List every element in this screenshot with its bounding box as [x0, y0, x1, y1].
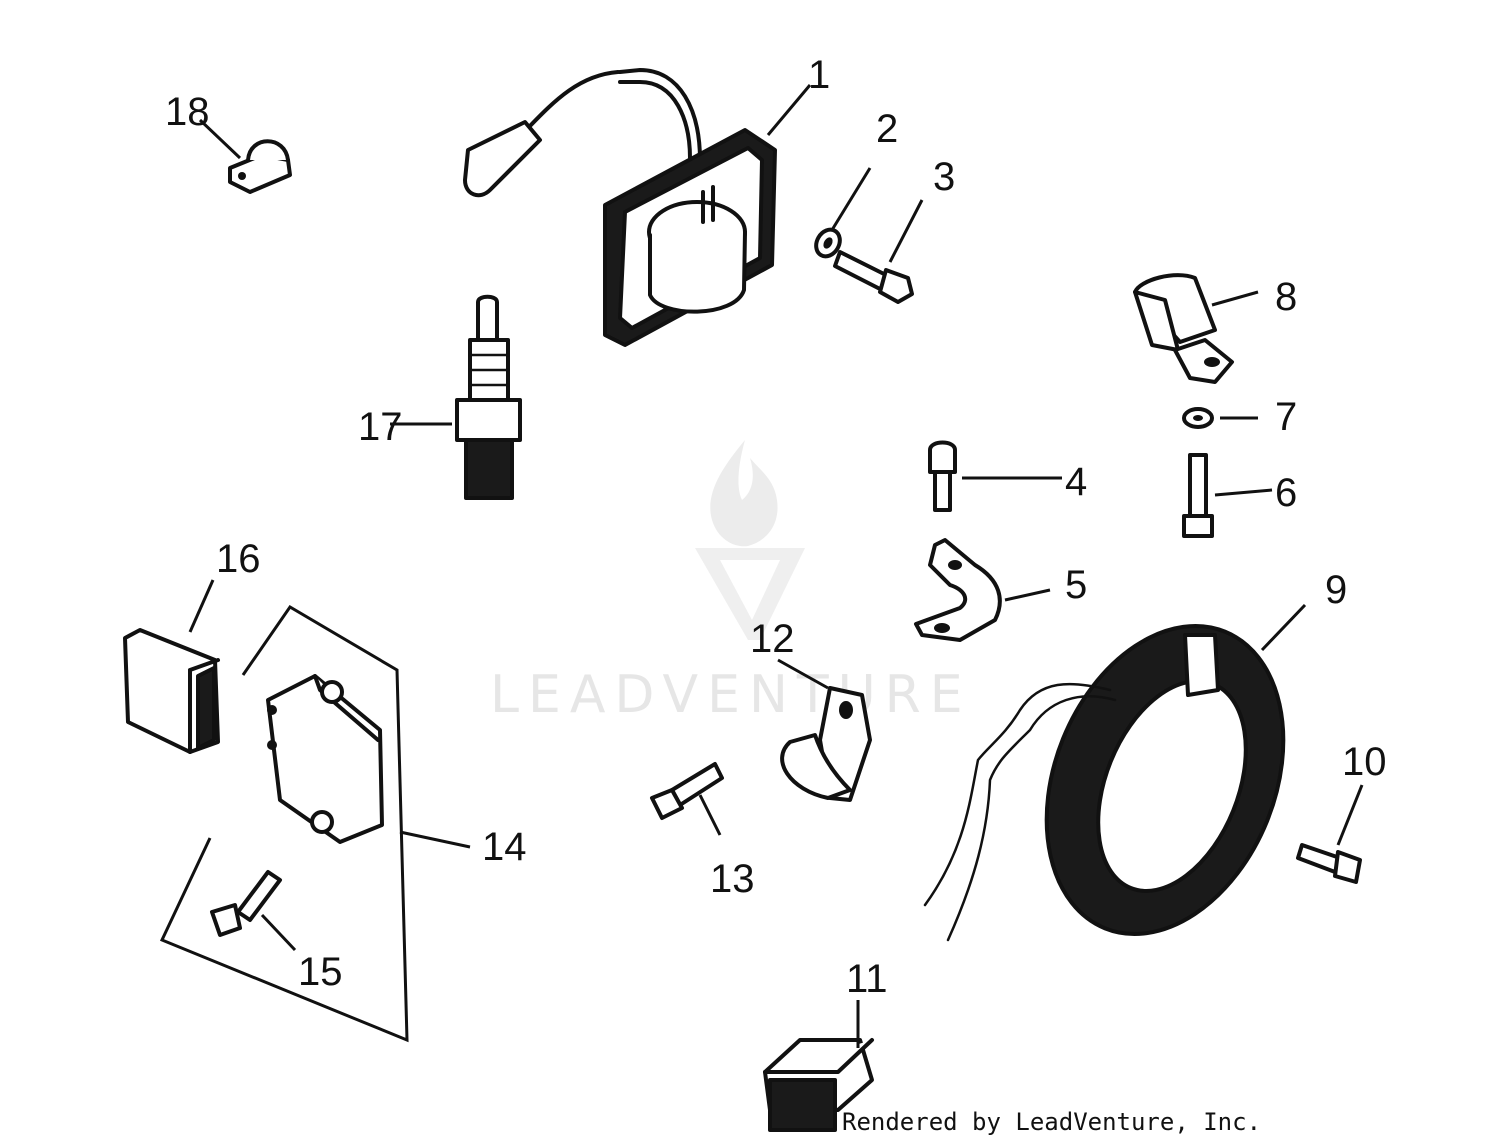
part-12-clamp — [780, 686, 872, 802]
part-5-bracket — [914, 538, 1002, 642]
part-4-bolt — [928, 440, 957, 512]
callout-16: 16 — [216, 537, 261, 581]
callout-10: 10 — [1342, 740, 1387, 784]
part-3-bolt — [833, 250, 914, 304]
callout-18: 18 — [165, 90, 210, 134]
part-7-washer — [1182, 407, 1214, 429]
part-9-stator — [923, 624, 1286, 942]
callout-labels: 1 2 3 4 5 6 7 8 9 10 11 12 13 14 15 16 1… — [165, 53, 1387, 1001]
callout-5: 5 — [1065, 563, 1087, 607]
callout-12: 12 — [750, 617, 795, 661]
part-6-bolt — [1182, 453, 1214, 538]
callout-2: 2 — [876, 107, 898, 151]
callout-6: 6 — [1275, 471, 1297, 515]
watermark-brand-text: LEADVENTURE — [490, 665, 972, 725]
callout-17: 17 — [358, 405, 403, 449]
part-18-clip — [228, 139, 292, 194]
callout-7: 7 — [1275, 395, 1297, 439]
part-8-clamp — [1133, 273, 1234, 384]
part-11-connector — [763, 1038, 874, 1132]
callout-3: 3 — [933, 155, 955, 199]
part-14-regulator — [266, 674, 384, 844]
leader-lines — [188, 84, 1364, 1048]
part-14-group-outline — [159, 604, 409, 1043]
part-10-bolt — [1296, 843, 1362, 884]
part-2-washer — [814, 227, 842, 259]
callout-14: 14 — [482, 825, 527, 869]
callout-11: 11 — [846, 957, 888, 1001]
part-15-bolt — [210, 870, 282, 937]
part-13-bolt — [650, 762, 724, 820]
part-16-module — [123, 628, 220, 754]
part-1-ignition-coil — [463, 68, 777, 347]
callout-8: 8 — [1275, 275, 1297, 319]
callout-4: 4 — [1065, 460, 1087, 504]
callout-13: 13 — [710, 857, 755, 901]
callout-1: 1 — [808, 53, 830, 97]
callout-15: 15 — [298, 950, 343, 994]
callout-9: 9 — [1325, 568, 1347, 612]
watermark-logo: LEADVENTURE — [490, 440, 972, 725]
render-credit: Rendered by LeadVenture, Inc. — [842, 1108, 1262, 1136]
part-17-spark-plug — [455, 294, 522, 500]
